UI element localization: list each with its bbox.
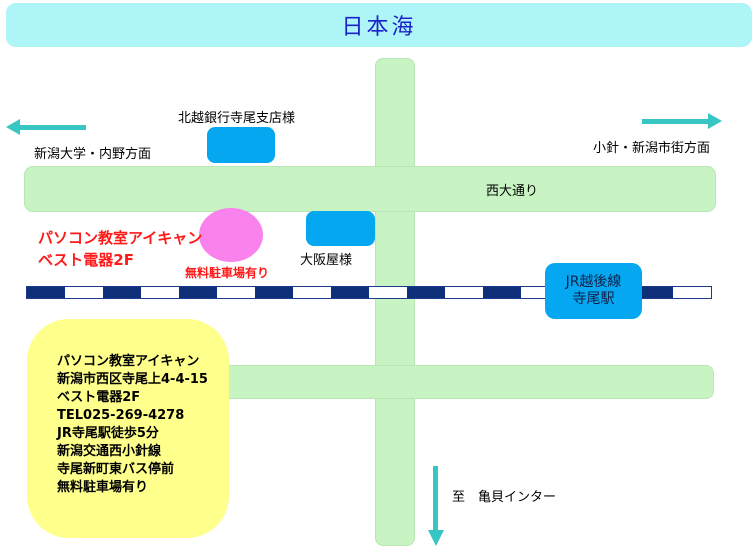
arrow-down-icon (428, 466, 444, 546)
station-label-line1: JR越後線 (565, 274, 622, 290)
sea-banner: 日本海 (6, 3, 752, 47)
bank-label: 北越銀行寺尾支店様 (178, 111, 296, 126)
south-direction-label: 至 亀貝インター (452, 490, 557, 505)
station-label-line2: 寺尾駅 (572, 291, 615, 307)
info-floor: ベスト電器2F (57, 390, 141, 405)
info-parking: 無料駐車場有り (57, 480, 149, 495)
osaka-label: 大阪屋様 (300, 253, 353, 268)
info-shop-name: パソコン教室アイキャン (57, 354, 200, 369)
shop-location-marker (199, 208, 263, 262)
sea-label: 日本海 (341, 15, 417, 40)
west-direction-label: 新潟大学・内野方面 (34, 147, 152, 162)
main-road-label: 西大通り (486, 184, 539, 199)
shop-floor-label: ベスト電器2F (38, 251, 134, 269)
info-phone: TEL025-269-4278 (57, 408, 185, 423)
info-bus-stop: 寺尾新町東バス停前 (57, 462, 175, 477)
arrow-left-icon (6, 119, 86, 135)
info-address: 新潟市西区寺尾上4-4-15 (57, 372, 208, 387)
lower-road (220, 365, 714, 399)
info-bus-line: 新潟交通西小針線 (57, 444, 162, 459)
railway-line (26, 286, 712, 299)
info-station-access: JR寺尾駅徒歩5分 (57, 426, 159, 441)
bank-building (207, 127, 275, 163)
parking-label: 無料駐車場有り (185, 266, 270, 280)
shop-name-label: パソコン教室アイキャン (38, 229, 203, 247)
station-building: JR越後線 寺尾駅 (545, 263, 642, 319)
vertical-road (375, 58, 415, 546)
arrow-right-icon (642, 113, 722, 129)
east-direction-label: 小針・新潟市街方面 (593, 141, 711, 156)
osaka-building (306, 211, 375, 246)
main-road-nishi-odori (24, 166, 716, 212)
shop-info-box: パソコン教室アイキャン 新潟市西区寺尾上4-4-15 ベスト電器2F TEL02… (27, 319, 229, 538)
